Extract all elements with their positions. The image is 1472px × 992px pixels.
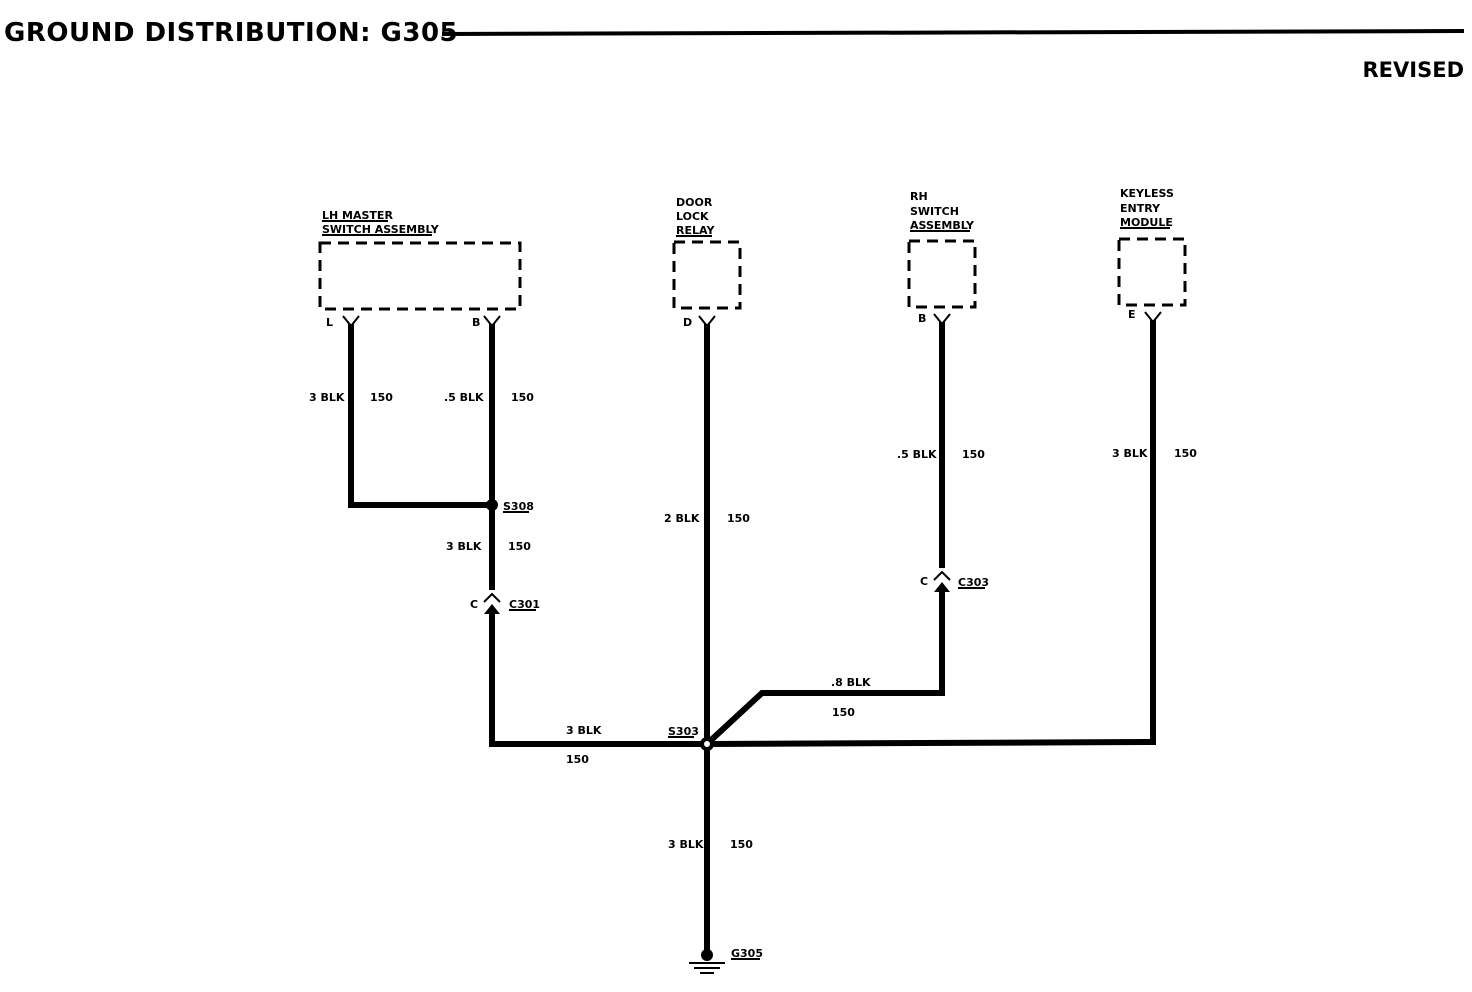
wire-c301-s303-circuit: 150 [566,753,589,766]
ground-g305-icon: G305 [689,947,763,974]
page-title: GROUND DISTRIBUTION: G305 [4,18,459,48]
c303-pin: C [920,575,928,588]
relay-box [672,240,742,310]
keyless-label-3: MODULE [1120,216,1173,229]
c303-name: C303 [958,576,989,589]
wire-s303-g305-circuit: 150 [730,838,753,851]
title-rule [441,29,1465,36]
lh-master-box [318,241,522,311]
keyless-entry-module: KEYLESS ENTRY MODULE E [1117,187,1187,321]
wire-keyless-circuit: 150 [1174,447,1197,460]
lh-master-switch-assembly: LH MASTER SWITCH ASSEMBLY L B [318,209,522,329]
wire-lh-l-circuit: 150 [370,391,393,404]
splice-s308: S308 [486,499,534,513]
rh-label-1: RH [910,190,928,203]
wire-c301-s303 [489,612,707,747]
rh-label-3: ASSEMBLY [910,219,975,232]
keyless-pin: E [1128,308,1136,321]
g305-name: G305 [731,947,763,960]
lh-master-label-1: LH MASTER [322,209,393,222]
revision-label: REVISED [1362,58,1464,82]
wire-relay-circuit: 150 [727,512,750,525]
wire-keyless [706,320,1156,747]
connector-c303: C C303 [920,570,989,592]
lh-master-label-2: SWITCH ASSEMBLY [322,223,440,236]
rh-switch-assembly: RH SWITCH ASSEMBLY B [907,190,977,325]
keyless-label-2: ENTRY [1120,202,1161,215]
connector-c301: C C301 [470,592,540,614]
wire-rh-gauge: .5 BLK [897,448,937,461]
wire-lh-b-gauge: .5 BLK [444,391,484,404]
rh-label-2: SWITCH [910,205,959,218]
wire-keyless-gauge: 3 BLK [1112,447,1148,460]
door-lock-relay: DOOR LOCK RELAY D [672,196,742,329]
wire-lh-b-circuit: 150 [511,391,534,404]
wire-s308-c301-circuit: 150 [508,540,531,553]
wire-c303-s303 [706,590,945,745]
wire-s308-c301-gauge: 3 BLK [446,540,482,553]
rh-pin: B [918,312,926,325]
relay-pin: D [683,316,692,329]
wire-c303-s303-circuit: 150 [832,706,855,719]
s308-name: S308 [503,500,534,513]
wire-relay-gauge: 2 BLK [664,512,700,525]
wire-c303-s303-gauge: .8 BLK [831,676,871,689]
wire-rh-circuit: 150 [962,448,985,461]
wire-c301-s303-gauge: 3 BLK [566,724,602,737]
relay-label-3: RELAY [676,224,715,237]
lh-master-pin-b: B [472,316,480,329]
keyless-label-1: KEYLESS [1120,187,1174,200]
relay-label-2: LOCK [676,210,709,223]
c301-pin: C [470,598,478,611]
c301-name: C301 [509,598,540,611]
wire-lh-l-gauge: 3 BLK [309,391,345,404]
wire-s303-g305-gauge: 3 BLK [668,838,704,851]
keyless-box [1117,237,1187,307]
splice-s303: S303 [668,725,714,751]
rh-box [907,239,977,309]
wire-lh-l [348,324,492,508]
lh-master-pin-l: L [326,316,333,329]
s303-name: S303 [668,725,699,738]
relay-label-1: DOOR [676,196,713,209]
